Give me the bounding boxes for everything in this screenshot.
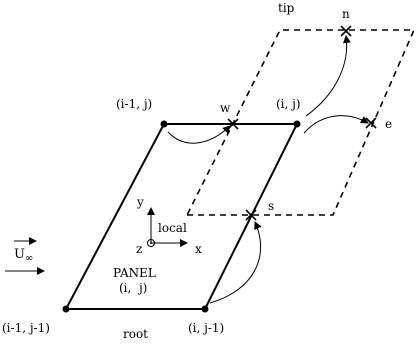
label-e: e [385,117,392,131]
cross-s [245,209,257,221]
arrow-to-e [303,115,369,134]
label-node-i-jm1: (i, j-1) [188,321,224,335]
node-i-j [293,120,301,128]
label-node-i-j: (i, j) [276,97,301,111]
node-im1-jm1 [62,305,70,313]
label-tip: tip [278,1,295,15]
label-node-im1-jm1: (i-1, j-1) [2,321,50,335]
label-root: root [123,327,148,341]
label-panel-index: (i, j) [119,281,147,295]
solid-panel [64,123,299,310]
local-z-axis-dot [150,242,152,244]
label-axis-y: y [136,195,144,209]
local-z-axis-symbol [147,239,155,247]
label-node-im1-j: (i-1, j) [116,97,152,111]
freestream-u-label: U∞ [14,247,33,264]
label-axis-x: x [195,242,202,256]
label-axis-z: z [136,242,142,256]
node-i-jm1 [201,305,209,313]
label-local: local [158,221,187,235]
dashed-offset-panel [185,29,416,216]
cross-n [340,25,352,37]
arrow-to-w [167,125,231,144]
arrow-to-s [209,221,262,304]
label-n: n [342,7,350,21]
node-im1-j [160,120,168,128]
label-panel: PANEL [113,266,156,280]
label-s: s [268,199,274,213]
label-w: w [220,101,231,115]
arrow-to-n [305,35,351,117]
